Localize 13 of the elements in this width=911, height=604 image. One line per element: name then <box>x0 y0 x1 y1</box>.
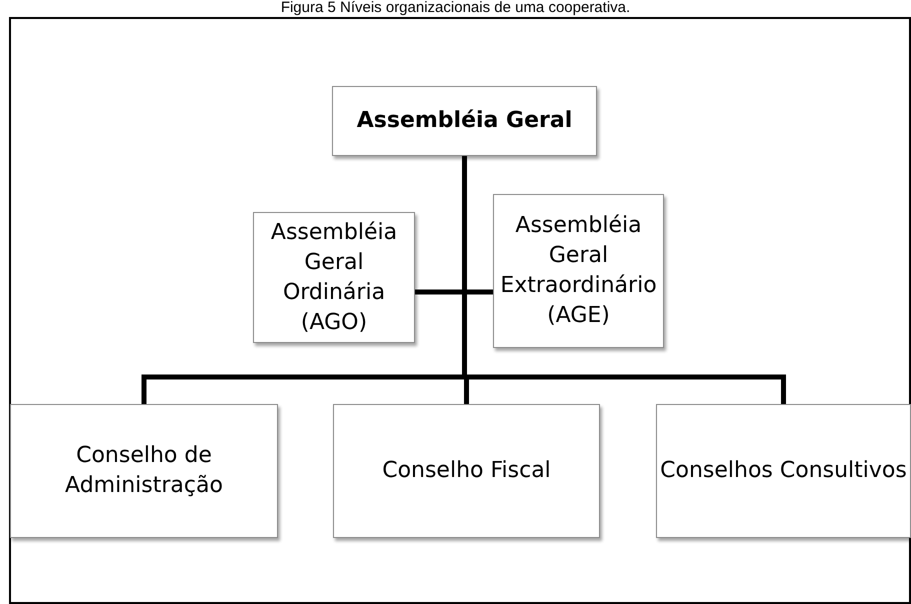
figure-title: Figura 5 Níveis organizacionais de uma cooperativa. <box>280 0 632 16</box>
org-box <box>253 212 415 343</box>
org-box <box>656 404 911 538</box>
org-box <box>10 404 278 538</box>
box-label: Assembléia Geral Extraordinário (AGE) <box>499 212 658 330</box>
box-label: Conselho Fiscal <box>382 457 551 485</box>
box-label: Conselho de Administração <box>64 442 224 500</box>
org-box <box>493 194 664 348</box>
box-label: Assembléia Geral <box>356 107 572 135</box>
org-box <box>332 86 597 156</box>
org-box <box>333 404 600 538</box>
box-label: Assembléia Geral Ordinária (AGO) <box>270 218 398 336</box>
box-label: Conselhos Consultivos <box>660 457 907 485</box>
